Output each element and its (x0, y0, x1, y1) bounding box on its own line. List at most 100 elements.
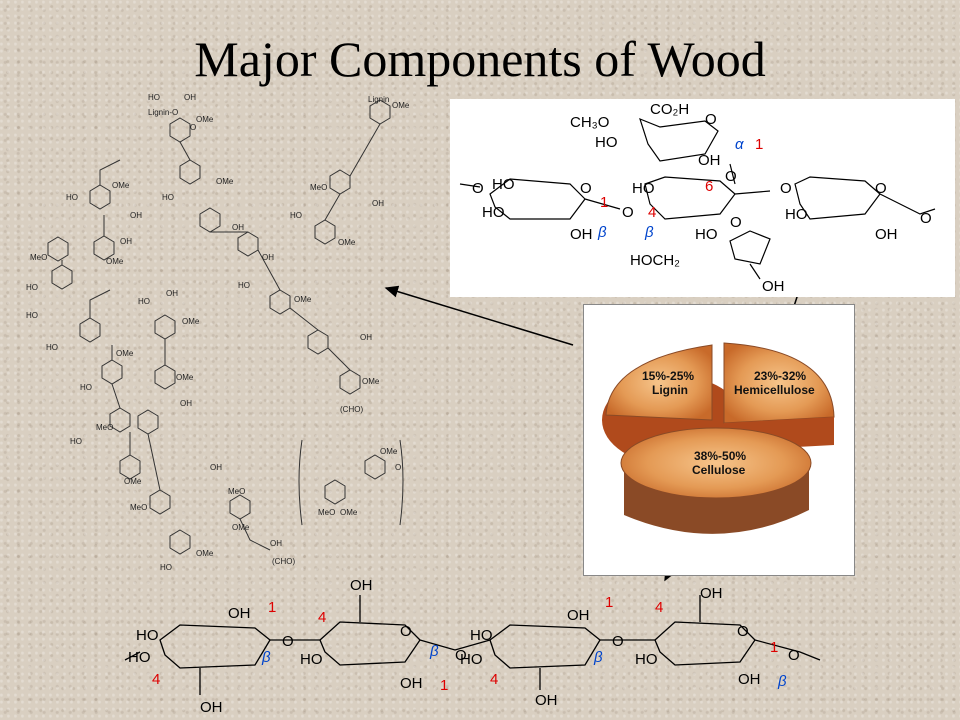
lignin-label: MeO (318, 508, 335, 517)
o-label: O (737, 623, 749, 640)
oh-label: OH (698, 152, 721, 169)
lignin-label: OH (372, 199, 384, 208)
cellulose-pct: 38%-50% (694, 449, 746, 463)
oh-label: OH (875, 226, 898, 243)
position-number: 4 (655, 599, 663, 616)
lignin-name: Lignin (652, 383, 688, 397)
hemicellulose-wedge (723, 342, 835, 424)
lignin-label: MeO (96, 423, 113, 432)
o-label: O (730, 214, 742, 231)
o-label: O (780, 180, 792, 197)
lignin-ring (109, 407, 131, 433)
o-label: O (705, 111, 717, 128)
lignin-label: OMe (182, 317, 200, 326)
o-label: O (400, 623, 412, 640)
lignin-label: (CHO) (340, 405, 363, 414)
beta-symbol: β (597, 224, 607, 241)
position-number: 1 (755, 136, 763, 153)
beta-symbol: β (644, 224, 654, 241)
lignin-ring (269, 289, 291, 315)
position-number: 1 (605, 594, 613, 611)
lignin-ring (149, 489, 171, 515)
ho-label: HO (785, 206, 808, 223)
ho-label: HO (595, 134, 618, 151)
lignin-ring (79, 317, 101, 343)
lignin-label: MeO (30, 253, 47, 262)
lignin-ring (237, 231, 259, 257)
lignin-label: OMe (106, 257, 124, 266)
position-number: 4 (490, 671, 498, 688)
lignin-ring (314, 219, 336, 245)
lignin-label: HO (26, 283, 38, 292)
lignin-label: OH (180, 399, 192, 408)
lignin-label: OH (130, 211, 142, 220)
lignin-ring (364, 454, 386, 480)
lignin-label: OMe (338, 238, 356, 247)
lignin-label: OH (166, 289, 178, 298)
ho-label: HO (492, 176, 515, 193)
o-label: O (788, 647, 800, 664)
lignin-label: Lignin (368, 95, 389, 104)
ho-label: HO (470, 627, 493, 644)
lignin-label: HO (290, 211, 302, 220)
position-number: 1 (770, 639, 778, 656)
beta-symbol: β (261, 649, 271, 666)
lignin-ring (154, 364, 176, 390)
o-label: O (920, 210, 932, 227)
position-number: 4 (318, 609, 326, 626)
position-number: 6 (705, 178, 713, 195)
lignin-wedge (605, 344, 713, 421)
lignin-labels: HO Lignin-O OH OMe O Lignin OMe OMe HO O… (26, 93, 410, 572)
lignin-label: OMe (340, 508, 358, 517)
lignin-label: HO (160, 563, 172, 572)
lignin-label: OMe (232, 523, 250, 532)
o-label: O (580, 180, 592, 197)
oh-label: OH (535, 692, 558, 709)
position-number: 1 (268, 599, 276, 616)
lignin-label: HO (148, 93, 160, 102)
wood-composition-panel: 15%-25% Lignin 23%-32% Hemicellulose 38%… (583, 304, 855, 576)
lignin-label: OMe (362, 377, 380, 386)
ch3o-label: CH₃O (570, 114, 609, 131)
hemicellulose-name: Hemicellulose (734, 383, 815, 397)
lignin-label: OH (184, 93, 196, 102)
o-label: O (875, 180, 887, 197)
lignin-label: OMe (112, 181, 130, 190)
lignin-label: HO (70, 437, 82, 446)
hemicellulose-pct: 23%-32% (754, 369, 806, 383)
lignin-label: HO (80, 383, 92, 392)
lignin-label: O (190, 123, 196, 132)
hemicellulose-structure-panel: CO₂H CH₃O O HO OH O O HO O HO O O HO O H… (450, 99, 955, 297)
lignin-label: HO (238, 281, 250, 290)
lignin-ring (119, 454, 141, 480)
position-number: 1 (440, 677, 448, 694)
o-label: O (612, 633, 624, 650)
lignin-label: OMe (294, 295, 312, 304)
arrow-to-lignin (384, 285, 574, 346)
ho-label: HO (632, 180, 655, 197)
lignin-label: MeO (130, 503, 147, 512)
lignin-label: HO (66, 193, 78, 202)
lignin-label: OH (262, 253, 274, 262)
hoch2-label: HOCH₂ (630, 252, 680, 269)
lignin-ring (47, 236, 69, 262)
cellulose-name: Cellulose (692, 463, 746, 477)
oh-label: OH (228, 605, 251, 622)
lignin-label: OMe (196, 549, 214, 558)
lignin-label: O (395, 463, 401, 472)
lignin-ring (339, 369, 361, 395)
alpha-symbol: α (735, 136, 744, 153)
lignin-ring (179, 159, 201, 185)
lignin-label: MeO (310, 183, 327, 192)
lignin-ring (307, 329, 329, 355)
lignin-label: OMe (176, 373, 194, 382)
lignin-label: OH (210, 463, 222, 472)
beta-symbol: β (429, 643, 439, 660)
lignin-ring (89, 184, 111, 210)
oh-label: OH (700, 585, 723, 602)
lignin-ring (169, 529, 191, 555)
oh-label: OH (350, 577, 373, 594)
lignin-label: OMe (380, 447, 398, 456)
lignin-ring (93, 235, 115, 261)
